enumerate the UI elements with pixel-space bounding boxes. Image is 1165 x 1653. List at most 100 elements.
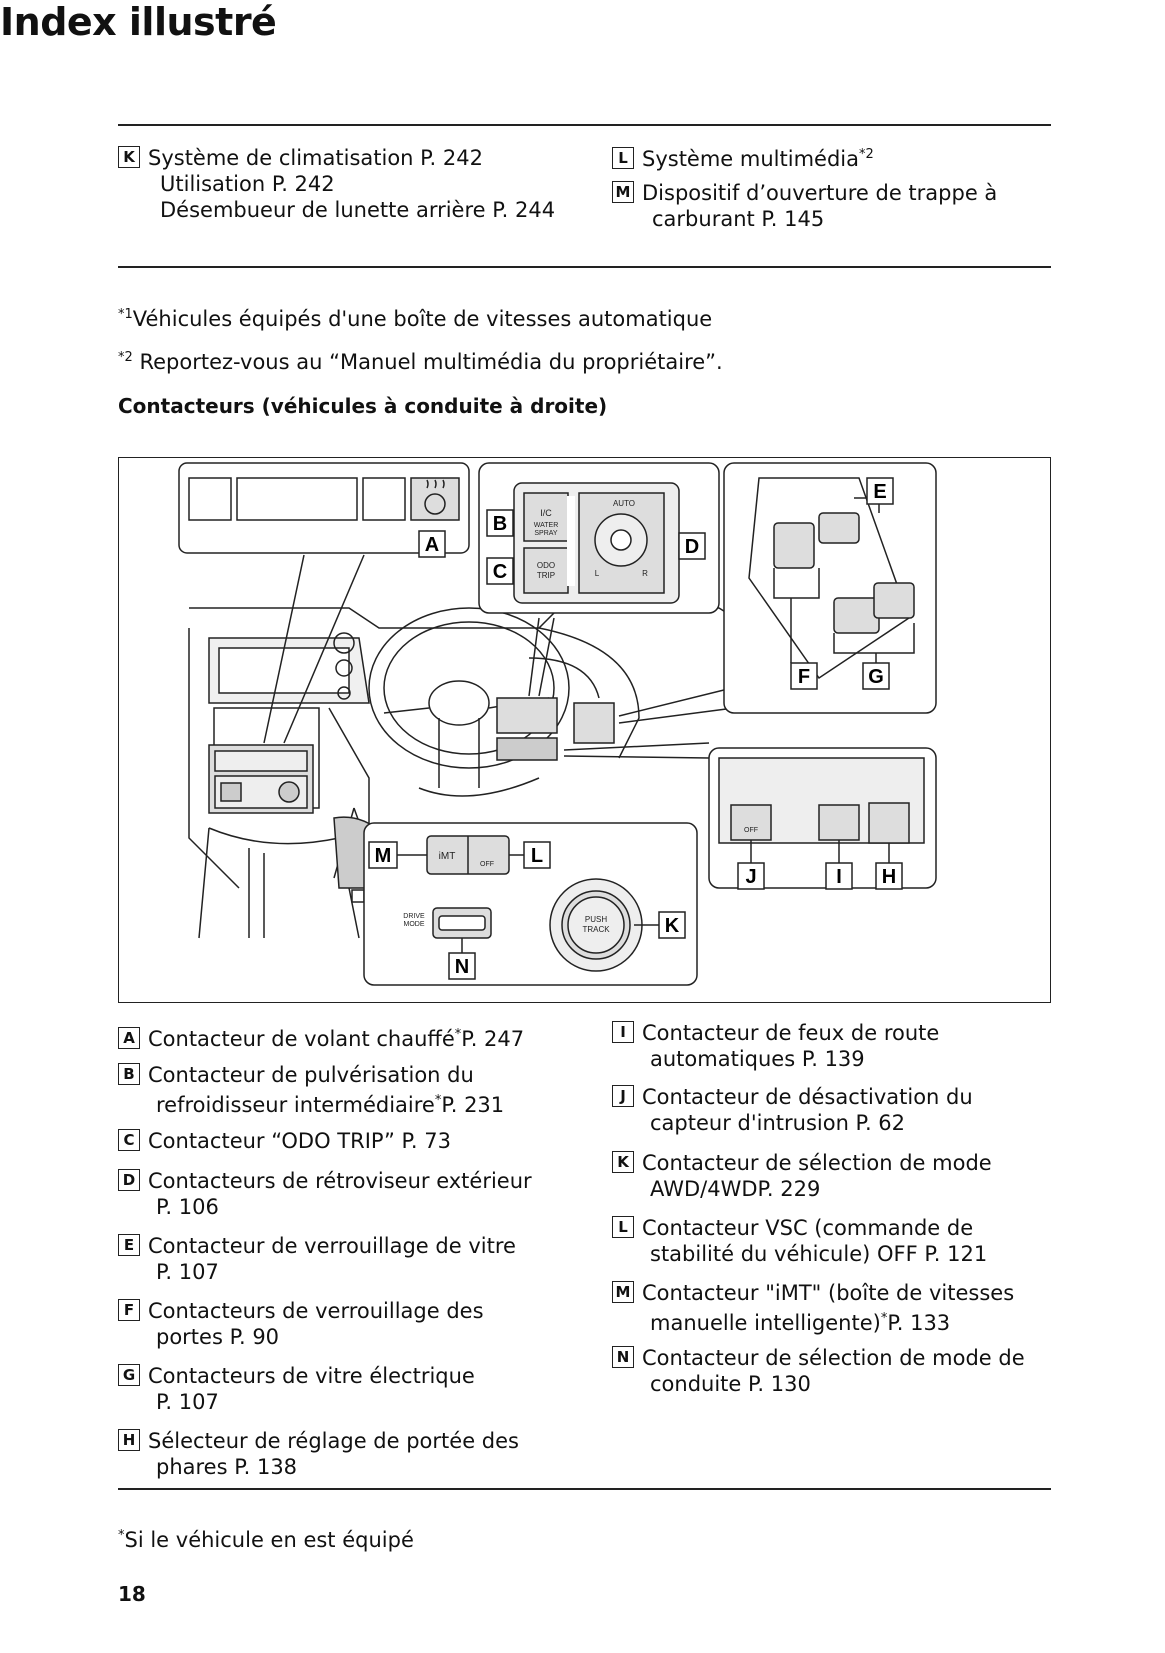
section-heading: Contacteurs (véhicules à conduite à droi… — [118, 394, 608, 418]
top-item-k: K Système de climatisation P. 242 Utilisa… — [118, 145, 555, 223]
fig-label-i: I — [836, 866, 842, 888]
item-text-line2: phares P. 138 — [118, 1454, 519, 1480]
note-text: Reportez-vous au “Manuel multimédia du p… — [132, 350, 723, 374]
fig-label-d: D — [685, 536, 699, 558]
item-text-line2: automatiques P. 139 — [612, 1046, 939, 1072]
footnote: *Si le véhicule en est équipé — [118, 1528, 414, 1552]
item-text: Contacteurs de vitre électrique — [148, 1364, 475, 1388]
superscript: *2 — [858, 147, 874, 162]
item-text: Système multimédia — [642, 147, 859, 171]
label-box: B — [118, 1063, 140, 1085]
fig-text-ic: I/C — [540, 508, 552, 518]
item-text-line2: manuelle intelligente)*P. 133 — [612, 1306, 1014, 1336]
item-text: P. 231 — [441, 1093, 505, 1117]
fig-label-a: A — [425, 534, 439, 556]
fig-text-auto: AUTO — [613, 499, 635, 508]
superscript: * — [880, 1311, 888, 1326]
divider — [118, 266, 1051, 268]
fig-label-h: H — [882, 866, 896, 888]
superscript: * — [434, 1093, 442, 1108]
item-text: Contacteur de désactivation du — [642, 1085, 973, 1109]
item-text: automatiques P. 139 — [650, 1047, 865, 1071]
item-text: stabilité du véhicule) OFF P. 121 — [650, 1242, 988, 1266]
item-text: capteur d'intrusion P. 62 — [650, 1111, 906, 1135]
item-text: Contacteur de sélection de mode — [642, 1151, 992, 1175]
item-text: Contacteur de volant chauffé — [148, 1027, 455, 1051]
item-text: Contacteur VSC (commande de — [642, 1216, 974, 1240]
item-text: P. 107 — [156, 1390, 219, 1414]
superscript: *2 — [118, 350, 133, 365]
item-text: Désembueur de lunette arrière P. 244 — [160, 198, 556, 222]
page-title: Index illustré — [0, 0, 277, 44]
fig-label-f: F — [798, 666, 810, 688]
item-text-line2: P. 107 — [118, 1259, 516, 1285]
label-box: M — [612, 1281, 634, 1303]
item-text: manuelle intelligente) — [650, 1311, 881, 1335]
label-box: C — [118, 1129, 140, 1151]
fig-text-water: WATER — [534, 522, 559, 529]
fig-text-r: R — [642, 569, 648, 578]
fig-label-e: E — [873, 481, 886, 503]
item-text: Utilisation P. 242 — [160, 172, 335, 196]
fig-text-push: PUSH — [585, 915, 607, 924]
fig-text-track: TRACK — [582, 925, 610, 934]
footnote-text: Si le véhicule en est équipé — [124, 1528, 414, 1552]
fig-label-c: C — [493, 561, 507, 583]
item-text: P. 133 — [887, 1311, 951, 1335]
fig-label-k: K — [665, 915, 680, 937]
item-text: P. 106 — [156, 1195, 219, 1219]
item-text: Contacteur "iMT" (boîte de vitesses — [642, 1281, 1015, 1305]
item-text: P. 247 — [461, 1027, 525, 1051]
item-text: Contacteur “ODO TRIP” P. 73 — [148, 1129, 451, 1153]
superscript: * — [118, 1528, 125, 1543]
label-box: I — [612, 1021, 634, 1043]
label-box: K — [612, 1151, 634, 1173]
item-text: Contacteurs de verrouillage des — [148, 1299, 484, 1323]
label-box: L — [612, 147, 634, 169]
legend-item: C Contacteur “ODO TRIP” P. 73 — [118, 1128, 451, 1154]
label-box: F — [118, 1299, 140, 1321]
item-text-line2: portes P. 90 — [118, 1324, 484, 1350]
fig-label-m: M — [375, 845, 392, 867]
label-box: H — [118, 1429, 140, 1451]
item-text: conduite P. 130 — [650, 1372, 811, 1396]
fig-label-l: L — [531, 845, 543, 867]
label-box: D — [118, 1169, 140, 1191]
top-item-l: L Système multimédia*2 — [612, 142, 874, 172]
label-box: N — [612, 1346, 634, 1368]
label-box: K — [118, 146, 140, 168]
item-text: Contacteur de feux de route — [642, 1021, 940, 1045]
item-text: P. 107 — [156, 1260, 219, 1284]
divider — [118, 1488, 1051, 1490]
item-text: portes P. 90 — [156, 1325, 280, 1349]
item-text-line2: P. 106 — [118, 1194, 532, 1220]
fig-label-b: B — [493, 513, 507, 535]
item-text: Dispositif d’ouverture de trappe à — [642, 181, 998, 205]
item-text: Système de climatisation P. 242 — [148, 146, 483, 170]
item-text: Contacteurs de rétroviseur extérieur — [148, 1169, 532, 1193]
fig-text-spray: SPRAY — [534, 530, 558, 537]
item-text: Contacteur de verrouillage de vitre — [148, 1234, 516, 1258]
label-box: L — [612, 1216, 634, 1238]
item-text: carburant P. 145 — [652, 207, 825, 231]
note-1: *1Véhicules équipés d'une boîte de vites… — [118, 307, 712, 331]
fig-text-off-l: OFF — [480, 861, 494, 868]
item-text-line2: AWD/4WDP. 229 — [612, 1176, 992, 1202]
divider — [118, 124, 1051, 126]
superscript: * — [454, 1027, 462, 1042]
fig-text-mode: MODE — [404, 921, 425, 928]
item-text-line2: P. 107 — [118, 1389, 475, 1415]
item-text: AWD/4WDP. 229 — [650, 1177, 821, 1201]
fig-text-drive: DRIVE — [403, 913, 425, 920]
item-text: Contacteur de sélection de mode de — [642, 1346, 1025, 1370]
